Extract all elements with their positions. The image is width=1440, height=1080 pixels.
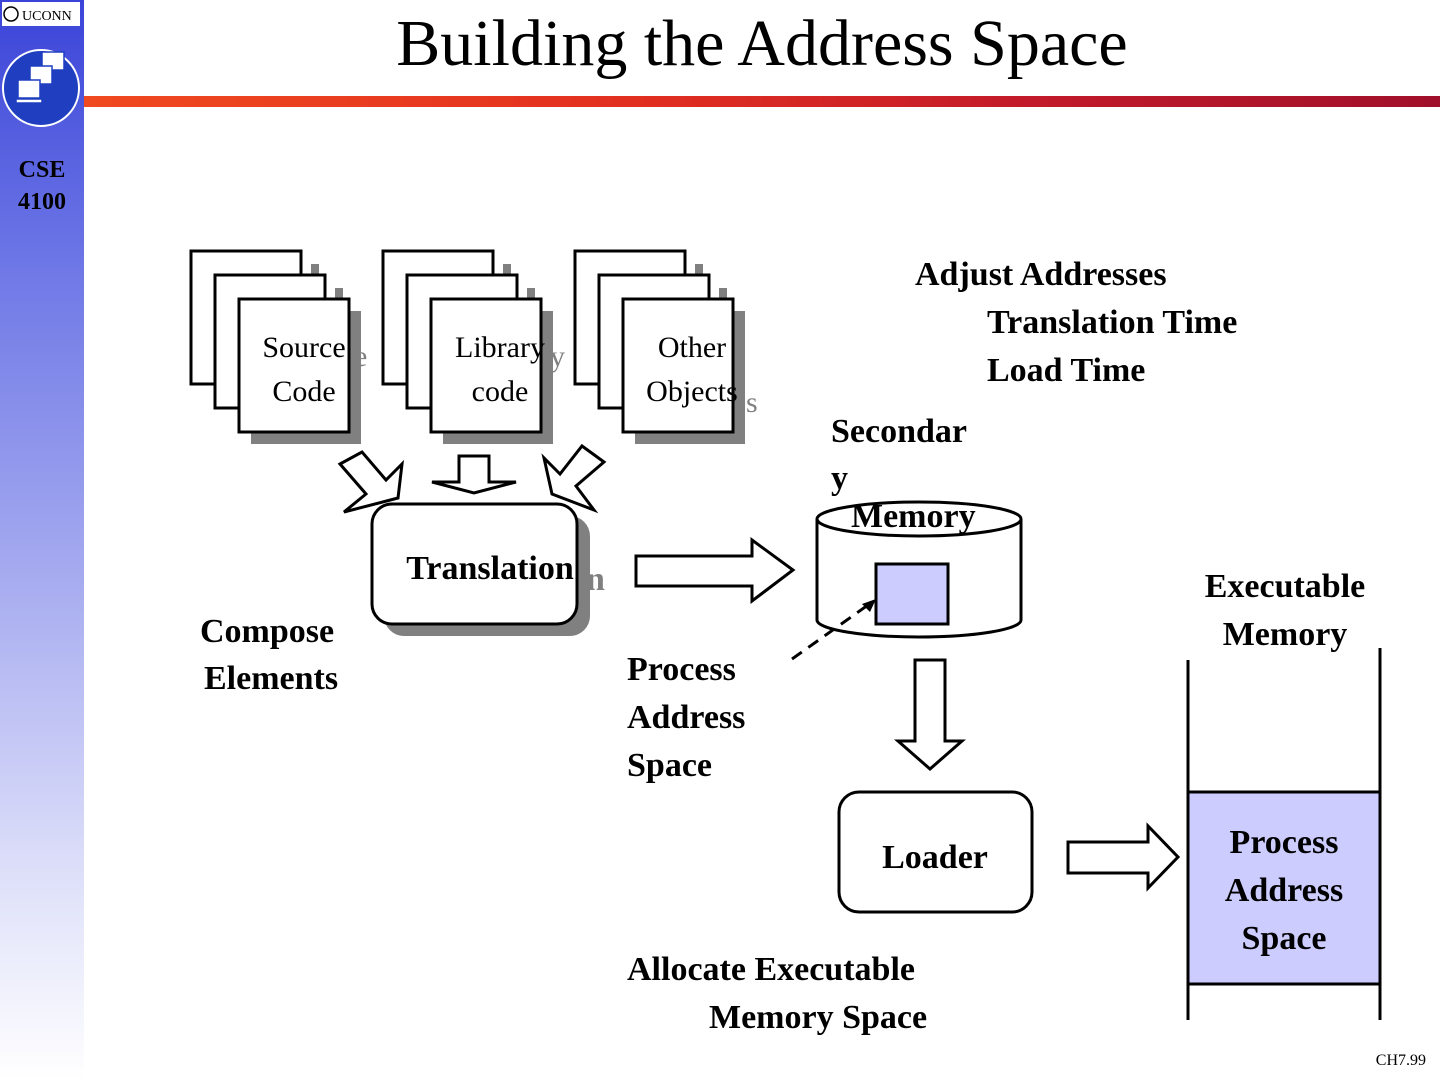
library-code-line2: code (472, 375, 529, 408)
executable-memory-label: Executable Memory (1180, 563, 1390, 659)
course-line1: CSE (18, 157, 66, 183)
process-label-line1: Process (627, 651, 736, 688)
sidebar: UCONN CSE 4100 (0, 0, 84, 1080)
process-address-space-label: Process Address Space (627, 646, 745, 790)
executable-line2: Memory (1222, 616, 1348, 653)
arrow-center-down (431, 454, 517, 495)
exec-block-line1: Process (1229, 824, 1339, 861)
course-code: CSE 4100 (0, 154, 84, 218)
stored-address-space (874, 562, 950, 626)
source-code-stack: e Source Code (189, 249, 367, 444)
source-code-ghost: e (354, 340, 367, 373)
arrow-right-diagonal (541, 443, 607, 514)
other-objects-line2: Objects (646, 375, 738, 408)
other-objects-ghost: s (746, 386, 758, 419)
executable-line1: Executable (1204, 568, 1366, 605)
secondary-line2: y (831, 460, 848, 497)
secondary-line3: Memory (851, 498, 976, 535)
logo-text: UCONN (22, 9, 72, 24)
adjust-line3: Load Time (987, 352, 1146, 389)
process-label-line2: Address (627, 699, 746, 736)
compose-elements-label: Compose Elements (200, 608, 338, 702)
slide-number: CH7.99 (1375, 1052, 1426, 1069)
loader-label: Loader (882, 839, 988, 876)
allocate-label: Allocate Executable Memory Space (627, 946, 927, 1042)
arrow-to-loader (894, 658, 966, 771)
other-objects-stack: s Other Objects (573, 249, 758, 444)
library-code-stack: y Library code (381, 249, 565, 444)
adjust-addresses-label: Adjust Addresses Translation Time Load T… (915, 251, 1237, 395)
translation-ghost: n (586, 561, 605, 598)
secondary-memory-label: Secondar y Memory (831, 408, 976, 540)
allocate-line1: Allocate Executable (627, 951, 915, 988)
dashed-pointer (791, 603, 869, 661)
loader-box (837, 790, 1034, 914)
translation-box (370, 502, 579, 626)
secondary-line1: Secondar (831, 413, 967, 450)
seal-icon (3, 6, 19, 22)
adjust-line2: Translation Time (987, 304, 1238, 341)
source-code-line1: Source (262, 331, 345, 364)
computer-network-icon (15, 51, 65, 104)
exec-block-label: Process Address Space (1188, 819, 1380, 963)
source-code-line2: Code (272, 375, 335, 408)
library-code-line1: Library (455, 331, 545, 364)
allocate-line2: Memory Space (709, 999, 928, 1036)
arrow-to-secondary (634, 537, 796, 605)
compose-line1: Compose (200, 613, 335, 650)
arrow-left-diagonal (337, 450, 404, 514)
slide-title: Building the Address Space (396, 7, 1128, 80)
title-rule (84, 96, 1440, 107)
executable-memory-column (1186, 648, 1382, 1020)
compose-line2: Elements (204, 660, 339, 697)
exec-block-line3: Space (1241, 920, 1327, 957)
library-code-ghost: y (550, 340, 565, 373)
uconn-logo: UCONN (2, 2, 80, 127)
process-label-line3: Space (627, 747, 712, 784)
arrow-to-executable (1066, 822, 1181, 892)
course-line2: 4100 (18, 189, 66, 215)
dashed-pointer-head (862, 599, 876, 612)
adjust-line1: Adjust Addresses (915, 256, 1167, 293)
translation-label: Translation (406, 550, 574, 587)
other-objects-line1: Other (658, 331, 726, 364)
exec-process-block (1188, 792, 1380, 984)
exec-block-line2: Address (1224, 872, 1344, 909)
